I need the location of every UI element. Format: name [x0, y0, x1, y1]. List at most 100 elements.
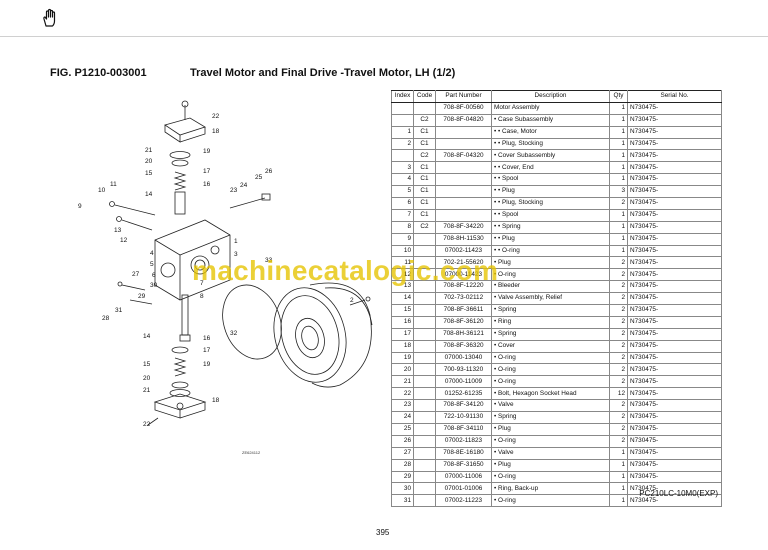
cell-serial: N730475- [627, 161, 722, 175]
cell-serial: N730475- [627, 208, 722, 222]
cell-qty: 12 [609, 387, 628, 401]
cell-serial: N730475- [627, 446, 722, 460]
cell-index: 10 [391, 244, 414, 258]
callout-12: 12 [120, 237, 128, 244]
cell-index: 18 [391, 339, 414, 353]
cell-part-number: 708-8F-31650 [435, 458, 492, 472]
cell-serial: N730475- [627, 292, 722, 306]
cell-code [413, 375, 436, 389]
cell-part-number: 01252-61235 [435, 387, 492, 401]
callout-22b: 22 [143, 421, 151, 428]
cell-description: • Bleeder [491, 280, 610, 294]
callout-30: 30 [150, 282, 158, 289]
cell-description: • O-ring [491, 434, 610, 448]
cell-index: 12 [391, 268, 414, 282]
cell-qty: 1 [609, 149, 628, 163]
cell-qty: 2 [609, 304, 628, 317]
callout-6: 6 [152, 272, 156, 279]
cell-serial: N730475- [627, 339, 722, 353]
cell-part-number: 708-8F-12220 [435, 280, 492, 294]
cell-serial: N730475- [627, 494, 722, 508]
cell-part-number: 07002-11823 [435, 434, 492, 448]
cell-code [413, 232, 436, 246]
cell-code: C1 [413, 161, 436, 175]
cell-index: 14 [391, 292, 414, 306]
cell-qty: 2 [609, 399, 628, 413]
diagram-ref-label: ZE624112 [242, 450, 261, 455]
cell-index: 8 [391, 220, 414, 234]
cell-qty: 2 [609, 434, 628, 448]
cell-qty: 1 [609, 208, 628, 222]
cell-code [413, 482, 436, 496]
cell-description: • • Spring [491, 220, 610, 234]
cell-qty: 2 [609, 268, 628, 282]
cell-index [391, 101, 414, 115]
cell-code: C2 [413, 220, 436, 234]
cell-code: C2 [413, 113, 436, 127]
cell-serial: N730475- [627, 232, 722, 246]
cell-serial: N730475- [627, 244, 722, 258]
cell-serial: N730475- [627, 363, 722, 377]
cell-index: 15 [391, 304, 414, 317]
cell-qty: 2 [609, 327, 628, 341]
cell-qty: 2 [609, 197, 628, 210]
cell-serial: N730475- [627, 327, 722, 341]
cell-qty: 1 [609, 494, 628, 508]
cell-serial: N730475- [627, 197, 722, 210]
cell-qty: 1 [609, 173, 628, 187]
cell-description: • • Cover, End [491, 161, 610, 175]
callout-32: 32 [230, 330, 238, 337]
cell-index: 27 [391, 446, 414, 460]
cell-index: 3 [391, 161, 414, 175]
callout-16: 16 [203, 181, 211, 188]
callout-11: 11 [110, 181, 117, 188]
cell-description: • Spring [491, 411, 610, 424]
cell-code [413, 327, 436, 341]
cell-description: • • Plug, Stocking [491, 137, 610, 151]
callout-25: 25 [255, 174, 263, 181]
cell-description: • O-ring [491, 494, 610, 508]
cell-code [413, 494, 436, 508]
cell-index: 31 [391, 494, 414, 508]
cell-part-number: 708-8F-04820 [435, 113, 492, 127]
cell-code [413, 351, 436, 365]
cell-code [413, 339, 436, 353]
callout-15b: 15 [143, 361, 151, 368]
cell-code [413, 422, 436, 436]
callout-27: 27 [132, 271, 140, 278]
cell-description: • • Plug, Stocking [491, 197, 610, 210]
cell-index: 30 [391, 482, 414, 496]
hand-tool-icon[interactable] [40, 8, 60, 28]
model-label: PC210LC-10M0(EXP) [639, 489, 718, 498]
cell-serial: N730475- [627, 399, 722, 413]
cell-index: 9 [391, 232, 414, 246]
cell-description: • • O-ring [491, 244, 610, 258]
callout-10: 10 [98, 187, 106, 194]
cell-index: 2 [391, 137, 414, 151]
callout-5: 5 [150, 261, 154, 268]
callout-23: 23 [230, 187, 238, 194]
callout-18: 18 [212, 128, 220, 135]
callout-19b: 19 [203, 361, 211, 368]
cell-index: 22 [391, 387, 414, 401]
cell-qty: 1 [609, 446, 628, 460]
parts-table-header: Index Code Part Number Description Qty S… [391, 90, 722, 103]
cell-serial: N730475- [627, 101, 722, 115]
cell-part-number [435, 137, 492, 151]
cell-qty: 1 [609, 161, 628, 175]
cell-part-number: 722-10-91130 [435, 411, 492, 424]
